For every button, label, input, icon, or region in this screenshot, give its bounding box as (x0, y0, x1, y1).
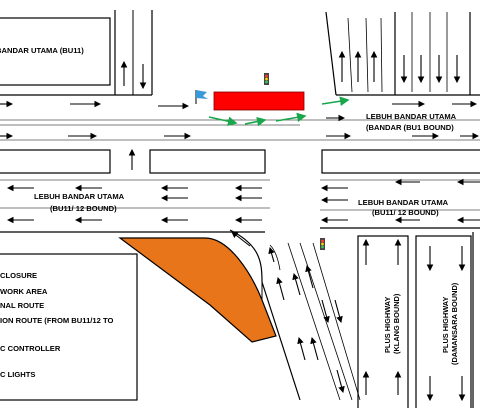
legend-item: C LIGHTS (0, 370, 35, 379)
work-area (118, 237, 277, 343)
building-box (0, 17, 111, 86)
right-road-label-2: (BU11/ 12 BOUND) (372, 208, 439, 217)
legend-item: C CONTROLLER (0, 344, 61, 353)
bu1-road-label-2: (BANDAR (BU1 BOUND) (366, 123, 454, 132)
legend-box (0, 253, 138, 401)
right-road-label-1: LEBUH BANDAR UTAMA (358, 198, 449, 207)
flag-icon (195, 90, 208, 104)
plus-highway-klang (357, 235, 409, 408)
legend-item: WORK AREA (0, 287, 48, 296)
median-left (0, 149, 111, 174)
traffic-arrows (0, 50, 480, 402)
traffic-light-icon (320, 238, 325, 250)
legend-item: NAL ROUTE (0, 301, 44, 310)
bu1-road-label-1: LEBUH BANDAR UTAMA (366, 112, 457, 121)
building-label: BANDAR UTAMA (BU11) (0, 46, 84, 55)
legend-item: ION ROUTE (FROM BU11/12 TO (0, 316, 113, 325)
bu11-road-label-1: LEBUH BANDAR UTAMA (34, 192, 125, 201)
diversion-arrows (208, 96, 350, 127)
klang-label-1: PLUS HIGHWAY (383, 297, 392, 353)
damansara-label-2: (DAMANSARA BOUND) (450, 282, 459, 365)
legend: CLOSURE WORK AREA NAL ROUTE ION ROUTE (F… (0, 271, 113, 379)
median-center (149, 149, 266, 174)
plus-highway-damansara (415, 235, 472, 408)
klang-label-2: (KLANG BOUND) (392, 293, 401, 354)
closure-bar (213, 91, 305, 111)
median-right (321, 149, 480, 174)
bu11-road-label-2: (BU11/ 12 BOUND) (50, 204, 117, 213)
legend-item: CLOSURE (0, 271, 37, 280)
damansara-label-1: PLUS HIGHWAY (441, 297, 450, 353)
traffic-light-icon (264, 73, 269, 85)
